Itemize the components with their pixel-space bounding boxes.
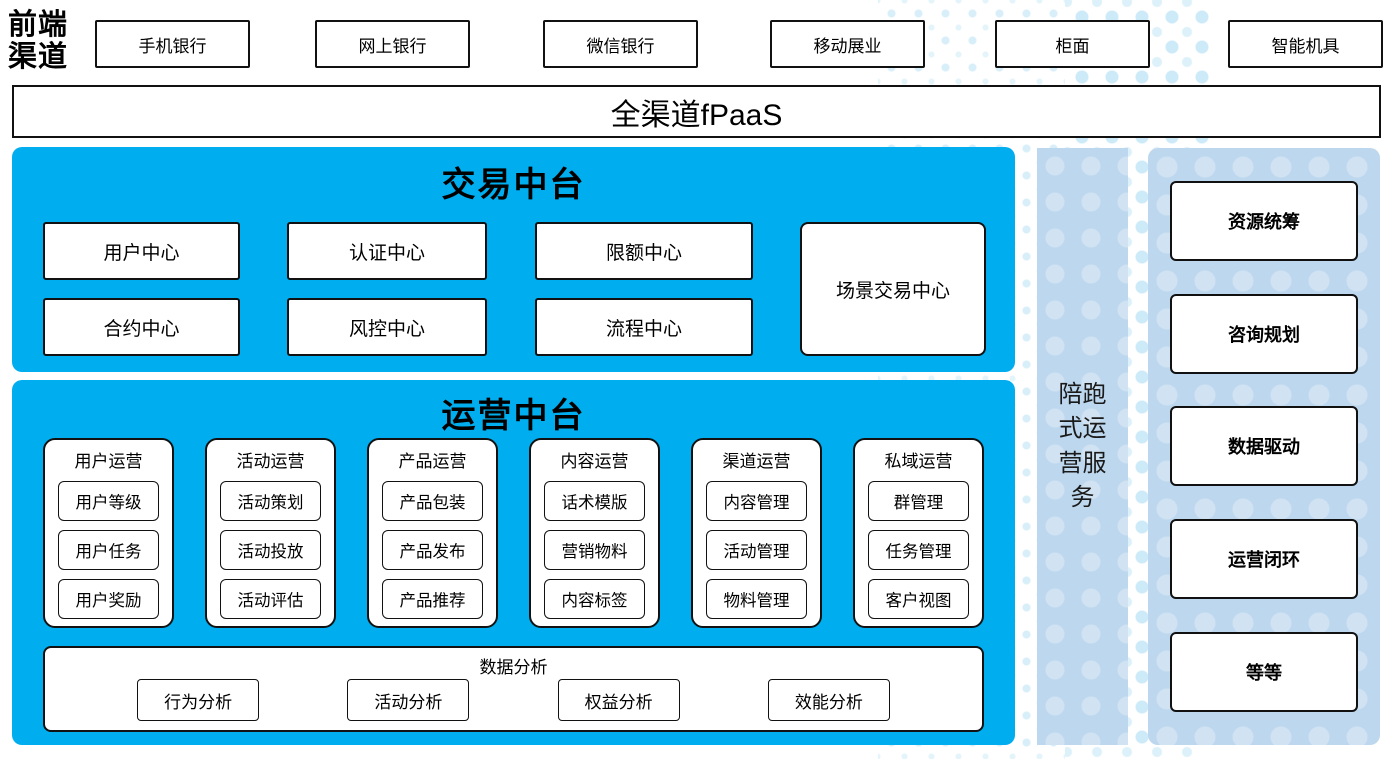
service-panel: 资源统筹 咨询规划 数据驱动 运营闭环 等等 [1148,148,1380,745]
ops-col-private-domain: 私域运营 群管理 任务管理 客户视图 [853,438,984,628]
ops-item: 营销物料 [544,530,645,570]
box-contract-center: 合约中心 [43,298,240,356]
ops-col-title: 用户运营 [74,452,143,471]
box-risk-center: 风控中心 [287,298,487,356]
ops-col-activity: 活动运营 活动策划 活动投放 活动评估 [205,438,336,628]
data-analytics-items: 行为分析 活动分析 权益分析 效能分析 [45,679,982,721]
trade-platform-title: 交易中台 [441,167,586,204]
ops-item: 活动策划 [220,481,321,521]
ops-item: 群管理 [868,481,969,521]
ops-item: 用户任务 [58,530,159,570]
front-channels-label: 前端渠道 [8,9,69,74]
ops-item: 产品包装 [382,481,483,521]
analytics-item-rights: 权益分析 [557,679,680,721]
ops-col-product: 产品运营 产品包装 产品发布 产品推荐 [367,438,498,628]
box-auth-center: 认证中心 [287,222,487,280]
ops-item: 用户奖励 [58,579,159,619]
ops-col-title: 私域运营 [884,452,953,471]
ops-item: 话术模版 [544,481,645,521]
analytics-item-behavior: 行为分析 [137,679,260,721]
ops-col-channel: 渠道运营 内容管理 活动管理 物料管理 [691,438,822,628]
ops-item: 用户等级 [58,481,159,521]
fpaas-bar: 全渠道fPaaS [12,85,1381,138]
ops-item: 内容管理 [706,481,807,521]
trade-platform-section: 交易中台 用户中心 认证中心 限额中心 合约中心 风控中心 流程中心 场景交易中… [12,147,1015,372]
ops-item: 任务管理 [868,530,969,570]
data-analytics-title: 数据分析 [479,658,548,677]
ops-col-title: 内容运营 [560,452,629,471]
ops-platform-section: 运营中台 用户运营 用户等级 用户任务 用户奖励 活动运营 活动策划 活动投放 … [12,380,1015,745]
service-box-ops-closed-loop: 运营闭环 [1170,519,1358,600]
ops-col-content: 内容运营 话术模版 营销物料 内容标签 [529,438,660,628]
ops-item: 活动投放 [220,530,321,570]
service-box-consulting: 咨询规划 [1170,293,1358,374]
service-box-etc: 等等 [1170,632,1358,713]
ops-item: 活动管理 [706,530,807,570]
ops-item: 产品发布 [382,530,483,570]
channel-box-online-banking: 网上银行 [315,20,470,68]
accompanying-ops-service-label: 陪跑式运营服务 [1058,381,1107,511]
channel-box-wechat-banking: 微信银行 [543,20,698,68]
ops-item: 客户视图 [868,579,969,619]
ops-col-title: 活动运营 [236,452,305,471]
box-scenario-trade-center: 场景交易中心 [800,222,986,356]
channel-box-counter: 柜面 [995,20,1150,68]
channel-box-smart-devices: 智能机具 [1228,20,1383,68]
box-user-center: 用户中心 [43,222,240,280]
data-analytics-box: 数据分析 行为分析 活动分析 权益分析 效能分析 [43,646,984,732]
ops-platform-title: 运营中台 [441,398,586,435]
ops-col-user: 用户运营 用户等级 用户任务 用户奖励 [43,438,174,628]
accompanying-ops-service-bar: 陪跑式运营服务 [1037,148,1128,745]
ops-col-title: 产品运营 [398,452,467,471]
service-box-data-driven: 数据驱动 [1170,406,1358,487]
service-box-resource-planning: 资源统筹 [1170,180,1358,261]
ops-item: 物料管理 [706,579,807,619]
channel-box-mobile-banking: 手机银行 [95,20,250,68]
ops-item: 内容标签 [544,579,645,619]
ops-col-title: 渠道运营 [722,452,791,471]
ops-item: 产品推荐 [382,579,483,619]
analytics-item-efficiency: 效能分析 [767,679,890,721]
ops-item: 活动评估 [220,579,321,619]
box-limit-center: 限额中心 [535,222,753,280]
ops-columns: 用户运营 用户等级 用户任务 用户奖励 活动运营 活动策划 活动投放 活动评估 … [43,438,984,628]
analytics-item-activity: 活动分析 [347,679,470,721]
box-process-center: 流程中心 [535,298,753,356]
channel-box-mobile-outreach: 移动展业 [770,20,925,68]
